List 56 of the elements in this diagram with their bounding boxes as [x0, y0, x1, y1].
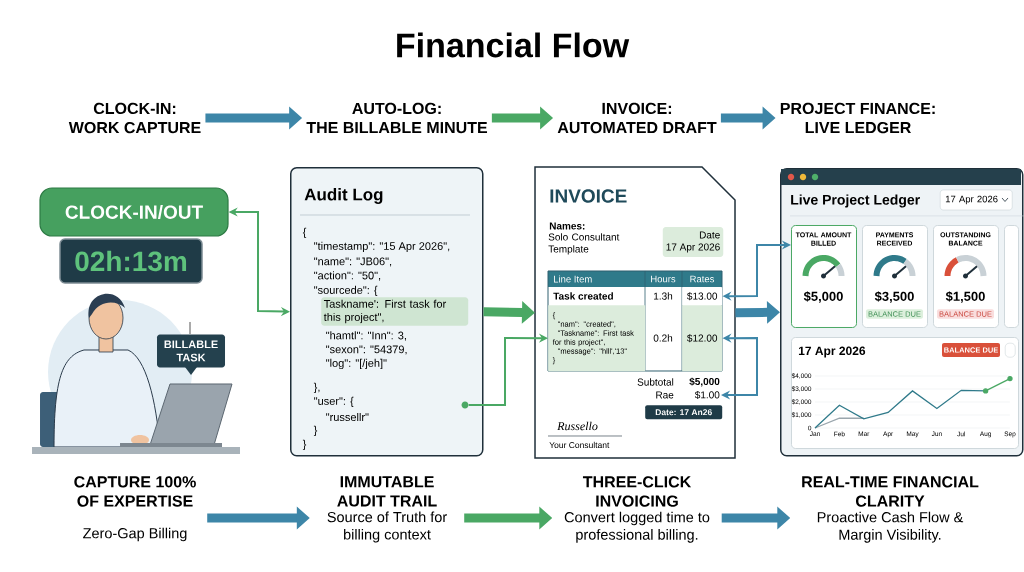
- step-heading: INVOICE: AUTOMATED DRAFT: [557, 102, 717, 134]
- table-cell-text: 0.2h: [653, 334, 673, 342]
- code-line: "hamtl": "Inn": 3,: [326, 331, 406, 341]
- rate-cell: $12.00: [682, 305, 723, 372]
- metric-value: $1,500: [945, 291, 985, 303]
- code-line: }: [313, 425, 318, 437]
- highlighted-code: Taskname': First task for this project",: [321, 297, 469, 326]
- code-line: {: [302, 227, 307, 239]
- metric-value: $3,500: [874, 291, 914, 303]
- signature-caption: Your Consultant: [549, 441, 610, 449]
- metric-value: $5,000: [803, 291, 843, 303]
- code-line: "sourcede": {: [314, 285, 378, 297]
- step-heading: PROJECT FINANCE: LIVE LEDGER: [780, 102, 935, 134]
- column-header: Line Item: [554, 275, 592, 283]
- benefit-text: CAPTURE 100% OF EXPERTISE Zero-Gap Billing: [74, 476, 196, 542]
- code-line: "russellr": [326, 412, 369, 422]
- title: Financial Flow: [397, 32, 630, 58]
- code-line: "name": "JB06",: [314, 257, 392, 267]
- signature: Russello: [557, 421, 598, 431]
- panel-title: 17 Apr 2026: [798, 346, 866, 358]
- panel-title: Audit Log: [304, 188, 383, 204]
- code-line: "timestamp": "15 Apr 2026",: [314, 241, 450, 253]
- clock-button: CLOCK-IN/OUT: [39, 187, 229, 237]
- summary-value: $1.00: [694, 390, 720, 400]
- invoice-title: INVOICE: [550, 189, 627, 203]
- field-value: Solo Consultant Template: [548, 233, 620, 255]
- date-badge: Date: 17 An26: [645, 405, 723, 420]
- column-header: Rates: [690, 275, 715, 283]
- code-line: "log": "[/jeh]": [326, 358, 387, 370]
- step-heading: CLOCK-IN: WORK CAPTURE: [68, 102, 201, 134]
- arrow: [467, 333, 548, 406]
- metric-card: [1004, 225, 1019, 328]
- table-cell-text: 1.3h: [654, 292, 673, 300]
- date-dropdown: 17 Apr 2026: [940, 189, 1013, 211]
- column-header: Hours: [651, 275, 676, 283]
- benefit-text: THREE-CLICK INVOICING Convert logged time to professional billing.: [564, 476, 710, 543]
- summary-label: Rae: [656, 391, 674, 399]
- table-cell-text: Task created: [553, 292, 613, 300]
- benefit-text: REAL-TIME FINANCIAL CLARITY Proactive Cash Flow & Margin Visibility.: [802, 476, 979, 543]
- code-line: "user": {: [314, 396, 354, 408]
- step-heading: AUTO-LOG: THE BILLABLE MINUTE: [306, 102, 487, 134]
- summary-label: Subtotal: [637, 378, 674, 386]
- code-line: "sexon": "54379,: [326, 345, 407, 355]
- field-label: Names:: [549, 222, 585, 230]
- toolbar-button: [1005, 343, 1016, 358]
- summary-value: $5,000: [689, 377, 720, 387]
- rate-cell: $13.00: [682, 287, 723, 306]
- timer-display: 02h:13m: [59, 238, 203, 284]
- node-label: $13.00: [687, 292, 718, 301]
- benefit-text: IMMUTABLE AUDIT TRAIL Source of Truth for billing context: [327, 476, 447, 543]
- code-line: }: [302, 439, 307, 451]
- code-line: "action": "50",: [314, 271, 381, 281]
- date-box: Date 17 Apr 2026: [662, 227, 724, 257]
- code-line: },: [313, 382, 320, 394]
- window-title: Live Project Ledger: [791, 194, 920, 208]
- callout-bubble: BILLABLE TASK: [157, 334, 225, 375]
